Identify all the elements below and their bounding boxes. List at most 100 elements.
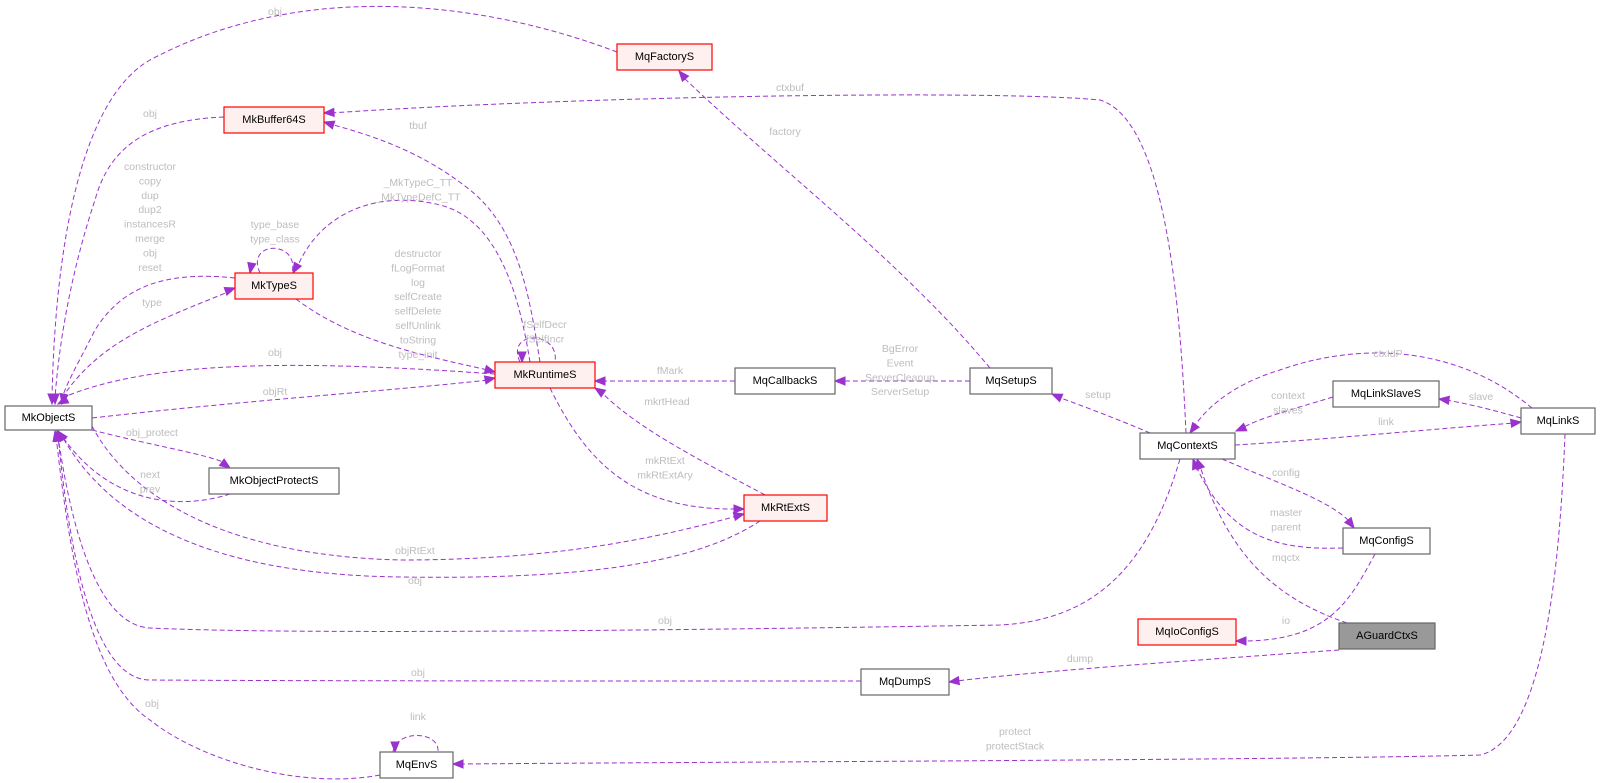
node-box[interactable] [223, 106, 325, 134]
node-MqContextS[interactable]: MqContextS [1139, 432, 1236, 460]
node-MqCallbackS[interactable]: MqCallbackS [734, 367, 836, 395]
edge-line [682, 76, 991, 369]
edge-label-line: obj [145, 698, 159, 710]
arrowhead-icon [1189, 421, 1201, 435]
arrowhead-icon [322, 107, 335, 118]
edge-MkRuntimeS-to-MkRtExtS [549, 387, 746, 514]
edge-label-line: constructor [124, 161, 176, 173]
node-MqConfigS[interactable]: MqConfigS [1342, 527, 1431, 555]
node-box[interactable] [1342, 527, 1431, 555]
node-MqLinkSlaveS[interactable]: MqLinkSlaveS [1332, 380, 1440, 408]
edge-MqCallbackS-to-MkRuntimeS [593, 376, 735, 386]
node-box[interactable] [379, 751, 454, 779]
node-AGuardCtxS[interactable]: AGuardCtxS [1338, 622, 1436, 650]
node-box[interactable] [969, 367, 1053, 395]
edge-label: objRtExt [395, 545, 435, 557]
node-label: MqLinkS [1537, 415, 1580, 427]
node-MqFactoryS[interactable]: MqFactoryS [616, 43, 713, 71]
node-label: MqEnvS [396, 759, 438, 771]
edge-label-line: log [411, 277, 425, 289]
node-label: MkTypeS [251, 280, 297, 292]
node-MkBuffer64S[interactable]: MkBuffer64S [223, 106, 325, 134]
node-box[interactable] [1139, 432, 1236, 460]
edge-label-line: toString [400, 334, 436, 346]
edge-label-line: BgError [882, 343, 919, 355]
node-MqEnvS[interactable]: MqEnvS [379, 751, 454, 779]
arrowhead-icon [451, 759, 464, 769]
edge-line [257, 247, 294, 274]
node-box[interactable] [494, 361, 596, 389]
node-label: MqIoConfigS [1155, 626, 1219, 638]
node-MqLinkS[interactable]: MqLinkS [1520, 407, 1596, 435]
node-label: AGuardCtxS [1356, 630, 1418, 642]
edge-label: config [1272, 467, 1300, 479]
edge-MkRtExtS-to-MkRuntimeS [593, 387, 766, 496]
edge-line [295, 199, 531, 363]
edge-label-line: tbuf [409, 120, 427, 132]
edge-label-line: context [1271, 390, 1305, 402]
edge-MkTypeS-to-MkRuntimeS [295, 298, 497, 374]
edge-line [91, 425, 738, 561]
edge-label-line: obj [143, 108, 157, 120]
arrowhead-icon [678, 69, 690, 83]
arrowhead-icon [733, 504, 746, 514]
arrowhead-icon [223, 286, 237, 296]
node-box[interactable] [734, 367, 836, 395]
edge-line [61, 275, 236, 399]
arrowhead-icon [56, 394, 70, 405]
edge-label: obj [658, 615, 672, 627]
arrowhead-icon [390, 741, 400, 754]
node-box[interactable] [1520, 407, 1596, 435]
edge-label-line: Event [887, 357, 914, 369]
edge-label-line: type_init [398, 349, 437, 361]
arrowhead-icon [517, 351, 527, 364]
node-box[interactable] [234, 272, 314, 300]
edge-MqLinkSlaveS-to-MqContextS [1234, 396, 1334, 432]
node-box[interactable] [1137, 618, 1237, 646]
edge-label-line: copy [139, 175, 162, 187]
node-MkTypeS[interactable]: MkTypeS [234, 272, 314, 300]
node-box[interactable] [4, 405, 93, 431]
node-MqSetupS[interactable]: MqSetupS [969, 367, 1053, 395]
node-MkRtExtS[interactable]: MkRtExtS [743, 494, 828, 522]
node-MkObjectS[interactable]: MkObjectS [4, 405, 93, 431]
edge-label-line: destructor [395, 248, 442, 260]
node-MqDumpS[interactable]: MqDumpS [860, 668, 950, 696]
node-MkRuntimeS[interactable]: MkRuntimeS [494, 361, 596, 389]
edge-line [1057, 396, 1151, 434]
node-label: MqFactoryS [635, 51, 694, 63]
node-box[interactable] [616, 43, 713, 71]
edge-label-line: mkrtHead [644, 396, 690, 408]
edge-label-line: obj [143, 247, 157, 259]
edge-label: fMark [657, 365, 684, 377]
node-box[interactable] [743, 494, 828, 522]
node-box[interactable] [208, 467, 340, 495]
edge-MqContextS-to-MqLinkS [1234, 418, 1523, 446]
edge-label-line: dup [141, 190, 159, 202]
node-box[interactable] [860, 668, 950, 696]
arrowhead-icon [1050, 393, 1064, 403]
arrowhead-icon [593, 376, 606, 386]
edge-line [91, 379, 489, 419]
node-label: MkRtExtS [761, 502, 810, 514]
node-MqIoConfigS[interactable]: MqIoConfigS [1137, 618, 1237, 646]
edge-label-line: setup [1085, 389, 1111, 401]
arrowhead-icon [1509, 418, 1523, 429]
node-MkObjectProtectS[interactable]: MkObjectProtectS [208, 467, 340, 495]
node-box[interactable] [1338, 622, 1436, 650]
node-box[interactable] [1332, 380, 1440, 408]
edge-MkRuntimeS-to-MkTypeS [292, 199, 531, 363]
edge-label: _MkTypeC_TT_MkTypeDefC_TT [374, 177, 461, 203]
edge-label-line: obj_protect [126, 427, 178, 439]
edge-line [1244, 553, 1376, 642]
edge-line [61, 291, 229, 399]
edge-label-line: mqctx [1272, 552, 1301, 564]
edge-MqEnvS-to-MkObjectS [52, 429, 381, 780]
edge-MqContextS-to-MqConfigS [1221, 458, 1355, 530]
edge-MkTypeS-to-MkTypeS [247, 247, 294, 275]
